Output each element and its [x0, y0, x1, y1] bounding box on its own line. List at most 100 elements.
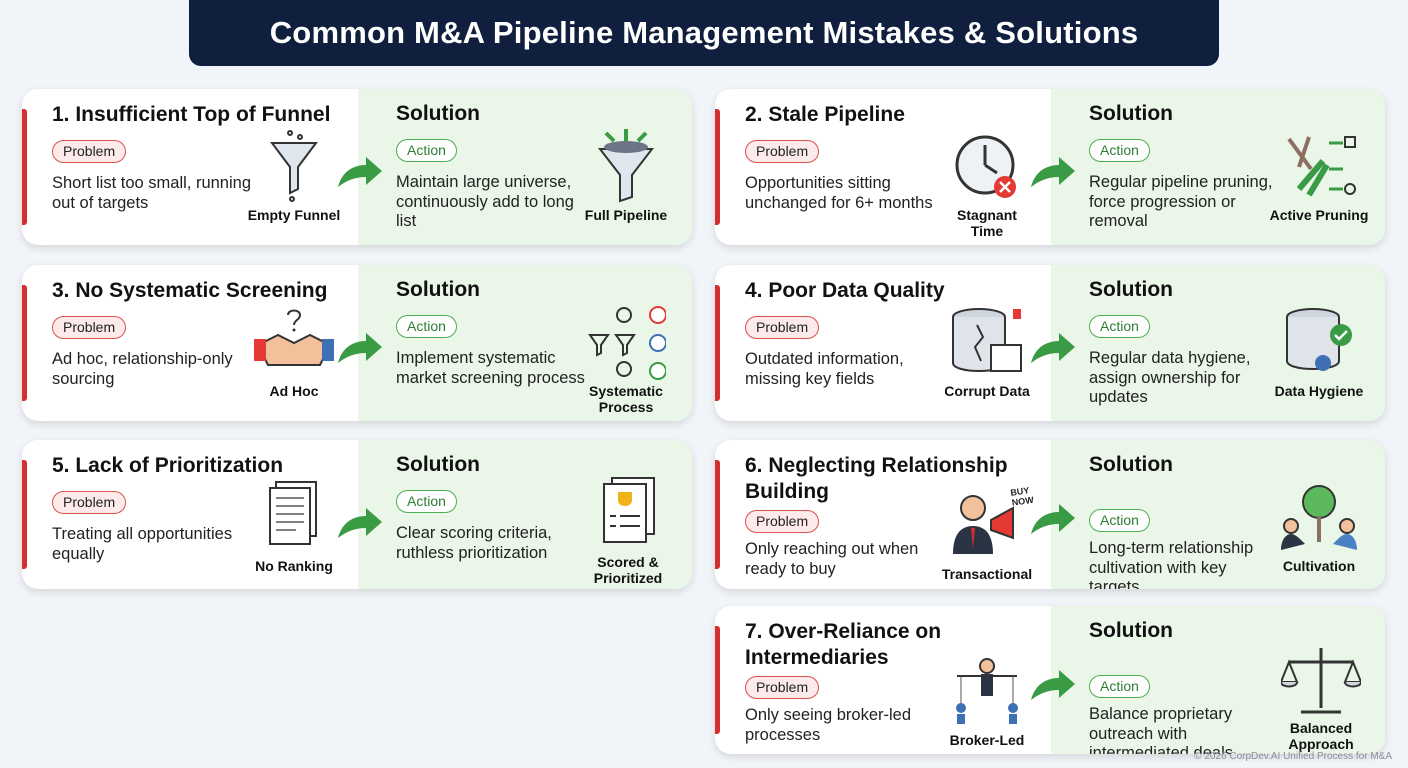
- arrow-right-icon: [1027, 331, 1077, 367]
- solution-icon-label: Cultivation: [1282, 558, 1356, 574]
- mistake-card: 1. Insufficient Top of Funnel Problem Sh…: [22, 89, 692, 245]
- mistake-title: 4. Poor Data Quality: [745, 279, 945, 302]
- problem-description: Ad hoc, relationship-only sourcing: [52, 350, 233, 388]
- solution-description: Implement systematic market screening pr…: [396, 349, 585, 387]
- solution-illustration: Full Pipeline: [576, 129, 676, 223]
- problem-description: Opportunities sitting unchanged for 6+ m…: [745, 174, 933, 212]
- puppeteer-icon: [956, 658, 1018, 724]
- solution-icon-label: Full Pipeline: [584, 207, 668, 223]
- problem-illustration: Empty Funnel: [246, 129, 342, 223]
- problem-icon-label: Transactional: [941, 566, 1033, 582]
- broken-database-icon: [952, 308, 1022, 373]
- solution-heading: Solution: [396, 453, 480, 476]
- problem-description: Treating all opportunities equally: [52, 525, 233, 563]
- mistake-title: 2. Stale Pipeline: [745, 103, 905, 126]
- solution-illustration: Active Pruning: [1269, 129, 1369, 223]
- solution-illustration: Cultivation: [1269, 480, 1369, 574]
- solution-icon-label: Balanced Approach: [1288, 720, 1354, 752]
- problem-illustration: Broker-Led: [939, 654, 1035, 748]
- mistake-title: 5. Lack of Prioritization: [52, 454, 284, 477]
- action-badge: Action: [1089, 139, 1150, 162]
- problem-description: Outdated information, missing key fields: [745, 350, 904, 388]
- solution-heading: Solution: [396, 102, 480, 125]
- solution-heading: Solution: [396, 278, 480, 301]
- problem-badge: Problem: [745, 316, 820, 339]
- filter-flow-icon: [588, 306, 666, 380]
- solution-illustration: Balanced Approach: [1271, 642, 1371, 752]
- clock-cobweb-icon: [955, 135, 1016, 198]
- solution-panel: Solution Action Maintain large universe,…: [358, 89, 692, 245]
- action-badge: Action: [1089, 509, 1150, 532]
- problem-accent-bar: [22, 109, 27, 225]
- solution-panel: Solution Action Regular pipeline pruning…: [1051, 89, 1385, 245]
- mistake-card: 7. Over-Reliance on Intermediaries Probl…: [715, 606, 1385, 754]
- mistake-title: 7. Over-Reliance on Intermediaries: [745, 620, 942, 669]
- handshake-question-icon: [254, 309, 334, 366]
- copyright-footer: © 2026 CorpDev.AI Unified Process for M&…: [1194, 751, 1392, 762]
- problem-icon-label: Stagnant Time: [957, 207, 1017, 239]
- solution-illustration: Scored & Prioritized: [578, 476, 678, 586]
- arrow-right-icon: [1027, 155, 1077, 191]
- arrow-right-icon: [1027, 502, 1077, 538]
- solution-icon-label: Active Pruning: [1269, 207, 1369, 223]
- problem-badge: Problem: [52, 140, 127, 163]
- document-stack-icon: [269, 481, 317, 545]
- problem-accent-bar: [715, 460, 720, 569]
- megaphone-person-icon: [953, 495, 1014, 554]
- solution-heading: Solution: [1089, 102, 1173, 125]
- solution-heading: Solution: [1089, 278, 1173, 301]
- problem-badge: Problem: [745, 140, 820, 163]
- solution-description: Long-term relationship cultivation with …: [1089, 539, 1254, 589]
- action-badge: Action: [396, 315, 457, 338]
- solution-panel: Solution Action Regular data hygiene, as…: [1051, 265, 1385, 421]
- problem-icon-label: Corrupt Data: [944, 383, 1030, 399]
- mistake-card: 2. Stale Pipeline Problem Opportunities …: [715, 89, 1385, 245]
- problem-accent-bar: [715, 285, 720, 401]
- problem-illustration: Ad Hoc: [246, 305, 342, 399]
- solution-icon-label: Systematic Process: [589, 383, 663, 415]
- full-funnel-icon: [597, 129, 655, 203]
- arrow-right-icon: [334, 331, 384, 367]
- solution-description: Clear scoring criteria, ruthless priorit…: [396, 524, 552, 562]
- arrow-right-icon: [1027, 668, 1077, 704]
- action-badge: Action: [1089, 675, 1150, 698]
- solution-illustration: Systematic Process: [576, 305, 676, 415]
- trophy-scorecard-icon: [603, 477, 655, 543]
- action-badge: Action: [396, 139, 457, 162]
- pruning-shears-icon: [1287, 136, 1356, 197]
- solution-icon-label: Data Hygiene: [1274, 383, 1364, 399]
- mistake-card: 5. Lack of Prioritization Problem Treati…: [22, 440, 692, 589]
- problem-accent-bar: [715, 109, 720, 225]
- problem-illustration: Stagnant Time: [939, 129, 1035, 239]
- problem-badge: Problem: [745, 510, 820, 533]
- mistake-title: 1. Insufficient Top of Funnel: [52, 103, 331, 126]
- mistake-card: 6. Neglecting Relationship Building Prob…: [715, 440, 1385, 589]
- solution-panel: Solution Action Balance proprietary outr…: [1051, 606, 1385, 754]
- balance-scale-icon: [1281, 648, 1361, 714]
- problem-icon-label: Broker-Led: [949, 732, 1025, 748]
- problem-description: Only seeing broker-led processes: [745, 706, 911, 744]
- problem-illustration: No Ranking: [246, 480, 342, 574]
- mistake-title: 6. Neglecting Relationship Building: [745, 454, 1008, 503]
- problem-accent-bar: [22, 460, 27, 569]
- problem-icon-label: Ad Hoc: [269, 383, 319, 399]
- problem-description: Only reaching out when ready to buy: [745, 540, 919, 578]
- problem-description: Short list too small, running out of tar…: [52, 174, 252, 212]
- solution-illustration: Data Hygiene: [1269, 305, 1369, 399]
- tree-handshake-icon: [1281, 485, 1357, 550]
- action-badge: Action: [1089, 315, 1150, 338]
- mistake-card: 4. Poor Data Quality Problem Outdated in…: [715, 265, 1385, 421]
- problem-accent-bar: [715, 626, 720, 734]
- mistake-card: 3. No Systematic Screening Problem Ad ho…: [22, 265, 692, 421]
- solution-panel: Solution Action Implement systematic mar…: [358, 265, 692, 421]
- problem-badge: Problem: [52, 491, 127, 514]
- problem-illustration: BUY NOW Transactional: [939, 485, 1035, 582]
- solution-icon-label: Scored & Prioritized: [593, 554, 663, 586]
- solution-heading: Solution: [1089, 453, 1173, 476]
- solution-description: Regular pipeline pruning, force progress…: [1089, 173, 1273, 230]
- database-check-icon: [1286, 308, 1352, 371]
- solution-description: Maintain large universe, continuously ad…: [396, 173, 574, 230]
- problem-icon-label: Empty Funnel: [247, 207, 341, 223]
- action-badge: Action: [396, 490, 457, 513]
- header-banner: Common M&A Pipeline Management Mistakes …: [189, 0, 1219, 66]
